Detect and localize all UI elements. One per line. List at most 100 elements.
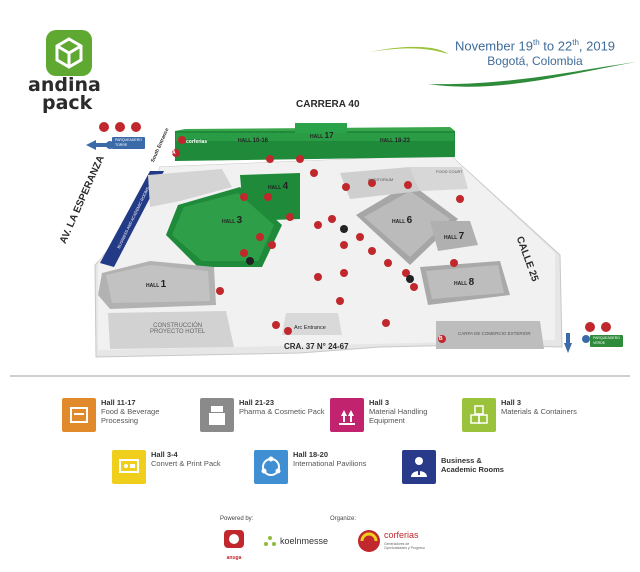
marker [256, 233, 264, 241]
marker [240, 249, 248, 257]
marker [172, 149, 180, 157]
marker [368, 247, 376, 255]
legend-business: Business & Academic Rooms [402, 450, 504, 484]
marker [284, 327, 292, 335]
west-arrow-icon [86, 140, 108, 150]
international-icon [254, 450, 288, 484]
marker [450, 259, 458, 267]
hall-18-23-label: HALL 18-23 [380, 138, 410, 144]
auditorium-block [340, 167, 420, 199]
legend-hall: Hall 18-20 [293, 450, 329, 459]
hall-8-label: HALL 8 [454, 277, 474, 288]
marker [336, 297, 344, 305]
legend-desc: Food & Beverage Processing [101, 407, 160, 425]
street-north: CARRERA 40 [296, 99, 360, 110]
hall-number: 6 [406, 215, 413, 226]
legend-text: Hall 11-17 Food & Beverage Processing [101, 398, 159, 425]
corferias-logo: corferias Generadores de Oportunidades y… [356, 528, 446, 558]
hall-word: HALL [238, 138, 252, 144]
marker [382, 319, 390, 327]
hall-number: 17 [324, 131, 334, 140]
legend-desc: International Pavilions [293, 459, 367, 468]
marker [296, 155, 304, 163]
bike-icon [99, 122, 109, 132]
event-city: Bogotá, Colombia [487, 54, 583, 69]
taxi-icon [115, 122, 125, 132]
marker [178, 136, 186, 144]
hall-strip-north-roof [176, 133, 454, 141]
hall-1-roof [106, 265, 210, 303]
legend-text: Business & Academic Rooms [441, 450, 504, 474]
corferias-subtext: Generadores de Oportunidades y Progreso [384, 542, 425, 550]
hall-number: 10-16 [252, 138, 268, 144]
date-day-1: 19 [518, 38, 533, 54]
marker [240, 193, 248, 201]
date-sup-1: th [533, 38, 540, 47]
business-rooms-block [100, 171, 164, 267]
green-swoosh [370, 46, 636, 87]
food-court-label: FOOD COURT [436, 169, 463, 174]
legend-hall: Business & [441, 456, 482, 465]
carpa-block [436, 321, 544, 349]
legend-convert-print: Hall 3-4 Convert & Print Pack [112, 450, 221, 484]
marker [402, 269, 410, 277]
corner-a-label: A [172, 150, 176, 156]
legend-hall: Hall 3-4 [151, 450, 178, 459]
date-year: , 2019 [578, 38, 616, 54]
arc-entrance-block [282, 313, 342, 335]
corferias-text: corferias [384, 530, 419, 540]
restroom-markers [246, 225, 414, 283]
restroom-marker [340, 225, 348, 233]
legend-pharma: Hall 21-23 Pharma & Cosmetic Pack [200, 398, 324, 432]
corferias-mark-icon [358, 530, 380, 552]
date-day-2: 22 [557, 38, 573, 54]
hall-10-16-label: HALL 10-16 [238, 138, 268, 144]
corner-b-label: B [439, 336, 443, 342]
marker [340, 241, 348, 249]
cube-logo-icon [46, 30, 92, 76]
anuga-logo: anuga [222, 528, 246, 561]
west-dome-area [148, 169, 232, 207]
anuga-text: anuga [226, 555, 242, 561]
hall-word: HALL [222, 219, 236, 225]
hall-number: 1 [160, 279, 167, 290]
date-sup-2: th [572, 38, 579, 47]
map-drawing [86, 122, 611, 358]
legend-hall: Hall 11-17 [101, 398, 136, 407]
marker [286, 213, 294, 221]
hall-number: 3 [236, 215, 243, 226]
hall-number: 8 [468, 277, 475, 288]
corferias-banner-label: corferias [186, 139, 208, 145]
legend-text: Hall 18-20 International Pavilions [293, 450, 366, 468]
pharma-icon [200, 398, 234, 432]
carpa-label: CARPA DE COMERCIO EXTERIOR [458, 331, 531, 336]
auditorium-label: AUDITORIUM [368, 177, 394, 182]
marker [384, 259, 392, 267]
bike-icon [585, 322, 595, 332]
section-divider [10, 375, 630, 377]
legend-hall: Hall 3 [501, 398, 522, 407]
hall-word: HALL [268, 185, 282, 191]
bus-icon [131, 122, 141, 132]
marker [268, 241, 276, 249]
legend-text: Hall 3-4 Convert & Print Pack [151, 450, 221, 468]
hall-word: HALL [146, 283, 160, 289]
legend-food-beverage: Hall 11-17 Food & Beverage Processing [62, 398, 159, 432]
arc-entrance-label: Arc Entrance [294, 325, 326, 331]
containers-icon [462, 398, 496, 432]
logo-line-2: pack [42, 92, 93, 114]
organize-caption: Organize: [330, 516, 357, 522]
marker [368, 179, 376, 187]
marker [410, 283, 418, 291]
restroom-marker [246, 257, 254, 265]
legend-text: Hall 3 Materials & Containers [501, 398, 577, 416]
legend-desc: Materials & Containers [501, 407, 577, 416]
hall-4-label: HALL 4 [268, 181, 288, 192]
taxi-icon [601, 322, 611, 332]
restroom-marker [406, 275, 414, 283]
east-arrow-icon [564, 333, 572, 353]
legend-desc: Material Handling Equipment [369, 407, 428, 425]
venue-map: CARRERA 40 AV. LA ESPERANZA CALLE 25 CRA… [0, 95, 640, 365]
legend-desc: Academic Rooms [441, 465, 504, 474]
marker [272, 321, 280, 329]
